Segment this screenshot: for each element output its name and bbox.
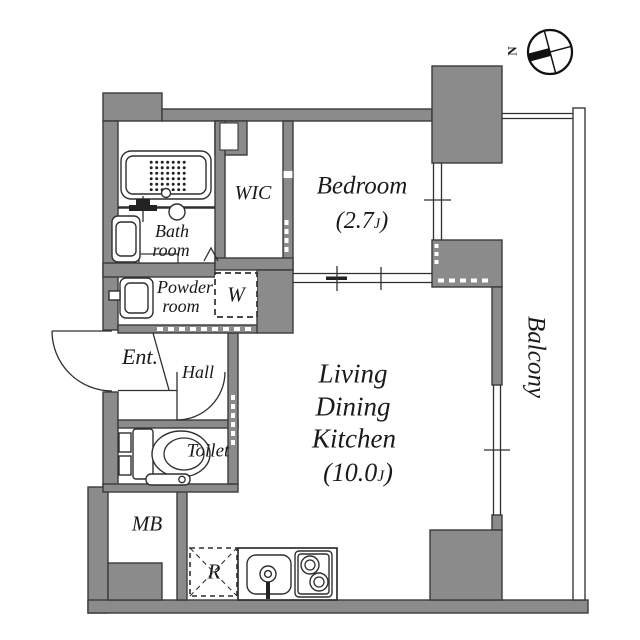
- wall-bedroom-corner-block: [431, 239, 503, 288]
- bath-drain: [160, 187, 172, 199]
- wall-mb-bottom-block: [107, 562, 163, 601]
- bedroom-ldk-partition: [293, 266, 432, 291]
- shower-faucet: [129, 196, 157, 222]
- wall-wic-bottom: [214, 257, 294, 271]
- burner-2: [309, 572, 329, 592]
- compass-north-label: N: [504, 46, 520, 56]
- ldk-label-line3: Kitchen: [312, 423, 396, 454]
- bathroom-label-line1: Bath: [155, 221, 189, 241]
- wall-top-left-step: [102, 92, 163, 122]
- balcony-boundary: [502, 107, 586, 601]
- washer-space: [214, 272, 258, 318]
- ldk-size-close: ): [384, 458, 393, 487]
- bath-vanity: [111, 215, 141, 263]
- kitchen-counter: [237, 547, 338, 601]
- toilet-base: [145, 473, 191, 486]
- wic-label: WIC: [234, 182, 272, 204]
- entrance-door: [51, 330, 113, 392]
- powder-room-label-line2: room: [162, 296, 200, 316]
- bedroom-size-unit: J: [373, 216, 381, 232]
- bath-mat-dots: [149, 159, 187, 191]
- pillar-bottom-right: [429, 529, 503, 601]
- bathroom-label-line2: room: [152, 240, 190, 260]
- pipe-space-notch: [219, 122, 239, 151]
- washbasin: [108, 277, 154, 319]
- stove: [294, 550, 333, 598]
- balcony-railing: [572, 107, 586, 601]
- bedroom-size-label: (2.7J): [336, 209, 388, 233]
- wall-ldk-east: [491, 286, 503, 386]
- ldk-label-line2: Dining: [315, 391, 391, 422]
- ldk-size-unit: J: [377, 468, 385, 485]
- ldk-size-value: (10.0: [323, 458, 378, 487]
- washbasin-faucet: [108, 290, 121, 301]
- toilet-fixture: [118, 428, 211, 486]
- compass-icon: [526, 28, 574, 76]
- bedroom-window: [424, 163, 451, 240]
- balcony-label: Balcony: [522, 316, 550, 398]
- bedroom-size-value: (2.7: [335, 208, 374, 234]
- burner-1: [300, 555, 320, 575]
- entrance-step: [118, 332, 177, 392]
- door-swing-arc: [51, 330, 113, 392]
- washer-label: W: [227, 282, 245, 307]
- compass-north-pointer: [527, 48, 551, 62]
- bedroom-label: Bedroom: [316, 172, 408, 200]
- hall-door: [176, 371, 226, 421]
- wall-powder-right-block: [256, 269, 294, 334]
- hall-label: Hall: [181, 362, 215, 382]
- pillar-top-right: [431, 65, 503, 164]
- bedroom-size-close: ): [380, 208, 389, 234]
- meter-box-label: MB: [131, 511, 163, 536]
- bathtub: [120, 150, 212, 200]
- kitchen-faucet: [259, 565, 277, 599]
- bath-stool: [168, 203, 186, 221]
- door-swing-arc: [176, 371, 226, 421]
- powder-room-label-line1: Powder: [157, 277, 213, 297]
- ldk-window: [484, 385, 510, 515]
- refrigerator-label: R: [207, 559, 221, 584]
- toilet-label: Toilet: [186, 440, 230, 462]
- refrigerator-space: [189, 547, 238, 597]
- entrance-label: Ent.: [121, 344, 159, 369]
- wic-wall-notch: [283, 171, 293, 178]
- walls: [87, 65, 589, 614]
- wall-bottom: [87, 599, 589, 614]
- ldk-label-line1: Living: [318, 358, 388, 389]
- ldk-size-label: (10.0J): [323, 460, 393, 486]
- bath-folding-door-mark: [203, 246, 219, 262]
